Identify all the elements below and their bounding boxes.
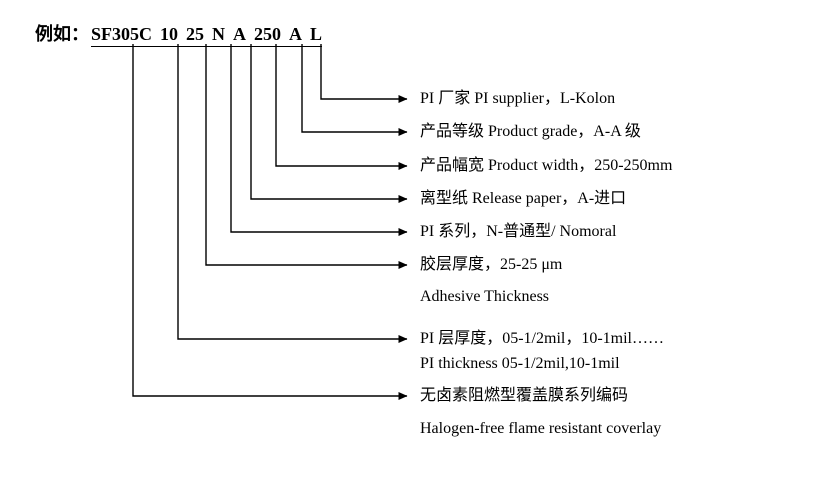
- code-segment-supplier: L: [310, 24, 323, 44]
- label-adhesive-thickness-en: Adhesive Thickness: [420, 288, 550, 305]
- label-product-width: 产品幅宽 Product width，250-250mm: [420, 157, 673, 174]
- label-pi-supplier: PI 厂家 PI supplier，L-Kolon: [420, 90, 616, 107]
- example-prefix: 例如：: [35, 24, 89, 44]
- label-pi-thickness-en: PI thickness 05-1/2mil,10-1mil: [420, 355, 620, 372]
- connector-release-paper: [250, 44, 408, 203]
- code-segment-pi-thickness: 10: [160, 24, 179, 44]
- code-segment-series: SF305C: [91, 24, 153, 44]
- connector-adhesive-thickness: [205, 44, 408, 269]
- code-segment-width: 250: [254, 24, 282, 44]
- code-segment-release-paper: A: [233, 24, 247, 44]
- connector-series-code: [132, 44, 408, 400]
- label-pi-series: PI 系列，N-普通型/ Nomoral: [420, 223, 617, 240]
- label-series-code-en: Halogen-free flame resistant coverlay: [420, 420, 662, 437]
- connector-width: [275, 44, 408, 170]
- connector-pi-thickness: [177, 44, 408, 343]
- label-release-paper: 离型纸 Release paper，A-进口: [420, 190, 627, 207]
- label-adhesive-thickness: 胶层厚度，25-25 μm: [420, 256, 563, 273]
- connector-supplier: [320, 44, 408, 103]
- label-product-grade: 产品等级 Product grade，A-A 级: [420, 123, 641, 140]
- connector-grade: [301, 44, 408, 136]
- connector-pi-series: [230, 44, 408, 236]
- label-series-code: 无卤素阻燃型覆盖膜系列编码: [420, 387, 629, 404]
- code-segment-adhesive-thickness: 25: [186, 24, 205, 44]
- code-segment-grade: A: [289, 24, 303, 44]
- code-segment-pi-type: N: [212, 24, 226, 44]
- label-pi-thickness: PI 层厚度，05-1/2mil，10-1mil……: [420, 330, 665, 347]
